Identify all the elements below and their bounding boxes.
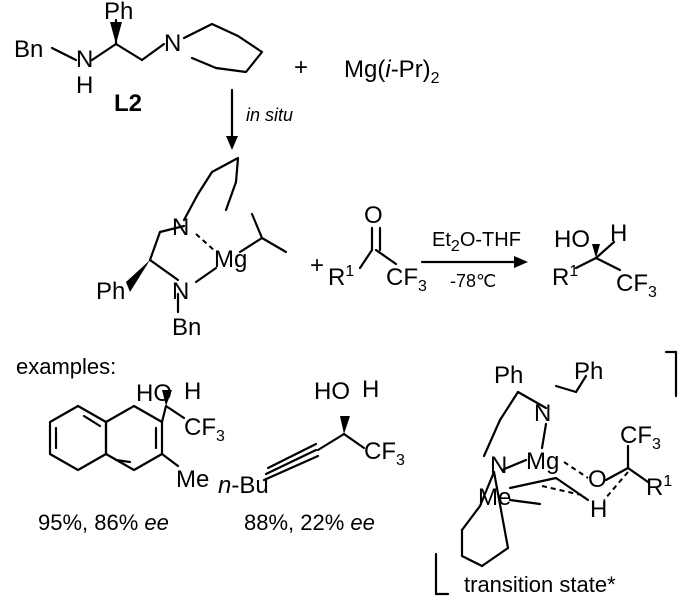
example1-bonds bbox=[48, 390, 186, 472]
example2-h-label: H bbox=[362, 376, 380, 403]
complex-n-bottom-label: N bbox=[172, 278, 190, 305]
example2-nbu-label: n-Bu bbox=[218, 472, 269, 499]
ts-cf3-label: CF3 bbox=[620, 422, 661, 453]
example1-cf3-label: CF3 bbox=[184, 414, 225, 445]
example2-result: 88%, 22% ee bbox=[244, 510, 375, 535]
ts-ph1-label: Ph bbox=[494, 362, 524, 389]
ketone-o-label: O bbox=[364, 202, 383, 229]
in-situ-label: in situ bbox=[246, 105, 294, 125]
ketone-cf3-label: CF3 bbox=[386, 264, 427, 295]
ts-n2-label: N bbox=[490, 452, 508, 479]
ts-n1-label: N bbox=[534, 400, 552, 427]
ligand-bn-label: Bn bbox=[14, 36, 44, 63]
ligand-h-label: H bbox=[76, 72, 94, 99]
ketone-plus: + bbox=[310, 252, 325, 279]
ligand-ph-label: Ph bbox=[104, 0, 134, 25]
complex-bonds bbox=[126, 156, 288, 314]
ketone-bonds bbox=[358, 226, 398, 270]
complex-mg-label: Mg bbox=[214, 246, 248, 273]
reagent-formula: Mg(i-Pr)2 bbox=[344, 56, 440, 87]
complex-bn-label: Bn bbox=[172, 314, 202, 341]
example2-cf3-label: CF3 bbox=[364, 438, 405, 469]
ts-caption: transition state* bbox=[464, 572, 616, 597]
ligand-n-label: N bbox=[76, 46, 94, 73]
example1-h-label: H bbox=[184, 378, 202, 405]
examples-heading: examples: bbox=[16, 354, 117, 379]
product-ho-label: HO bbox=[554, 226, 590, 253]
example2-ho-label: HO bbox=[314, 378, 350, 405]
ts-r-label: R1 bbox=[646, 473, 673, 501]
ts-ph2-label: Ph bbox=[574, 358, 604, 385]
product-h-label: H bbox=[610, 220, 628, 247]
ts-bonds bbox=[434, 350, 678, 596]
example1-ho-label: HO bbox=[136, 380, 172, 407]
ts-me-label: Me bbox=[478, 484, 512, 511]
arrow-in-situ bbox=[226, 88, 238, 150]
ts-o-label: O bbox=[588, 466, 607, 493]
product-cf3-label: CF3 bbox=[616, 270, 657, 301]
temperature-label: -78℃ bbox=[450, 271, 497, 291]
example1-result: 95%, 86% ee bbox=[38, 510, 169, 535]
ts-mg-label: Mg bbox=[526, 448, 560, 475]
solvent-label: Et2O-THF bbox=[432, 229, 521, 255]
complex-n-top-label: N bbox=[172, 214, 190, 241]
complex-ph-label: Ph bbox=[96, 278, 126, 305]
product-r-label: R1 bbox=[552, 263, 579, 291]
ligand-bonds bbox=[50, 18, 264, 74]
example1-me-label: Me bbox=[176, 466, 210, 493]
example2-bonds bbox=[262, 416, 366, 482]
product-bonds bbox=[574, 240, 622, 272]
ts-h-label: H bbox=[590, 496, 608, 523]
reagent-plus: + bbox=[294, 54, 309, 81]
ketone-r-label: R1 bbox=[328, 263, 355, 291]
ligand-piperidine-n-label: N bbox=[164, 30, 182, 57]
ligand-name: L2 bbox=[114, 90, 143, 117]
arrow-reaction bbox=[420, 256, 528, 268]
